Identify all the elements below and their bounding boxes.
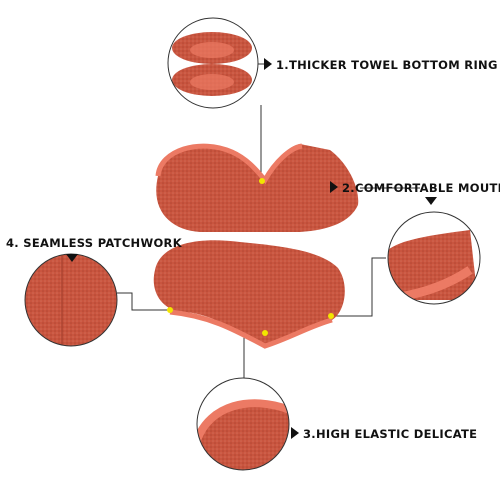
marker-dot — [328, 313, 334, 319]
arrow-down-icon — [425, 197, 437, 205]
feature-label-elastic: 3.HIGH ELASTIC DELICATE — [303, 427, 478, 441]
bottom-sock — [153, 240, 345, 349]
arrow-right-icon — [330, 181, 338, 193]
detail-circle-mouth — [387, 211, 481, 305]
detail-circle-patchwork — [24, 253, 118, 347]
detail-circle-elastic — [196, 377, 290, 471]
marker-dot — [167, 307, 173, 313]
feature-label-patchwork: 4. SEAMLESS PATCHWORK — [6, 236, 182, 250]
arrow-right-icon — [291, 427, 299, 439]
arrow-down-icon — [66, 254, 78, 262]
marker-dot — [259, 178, 265, 184]
detail-circle-towel-bottom — [167, 17, 259, 109]
arrow-right-icon — [264, 58, 272, 70]
feature-label-towel-bottom: 1.THICKER TOWEL BOTTOM RING — [276, 58, 498, 72]
feature-label-mouth: 2.COMFORTABLE MOUTH — [342, 181, 500, 195]
marker-dot — [262, 330, 268, 336]
top-sock — [155, 143, 359, 232]
